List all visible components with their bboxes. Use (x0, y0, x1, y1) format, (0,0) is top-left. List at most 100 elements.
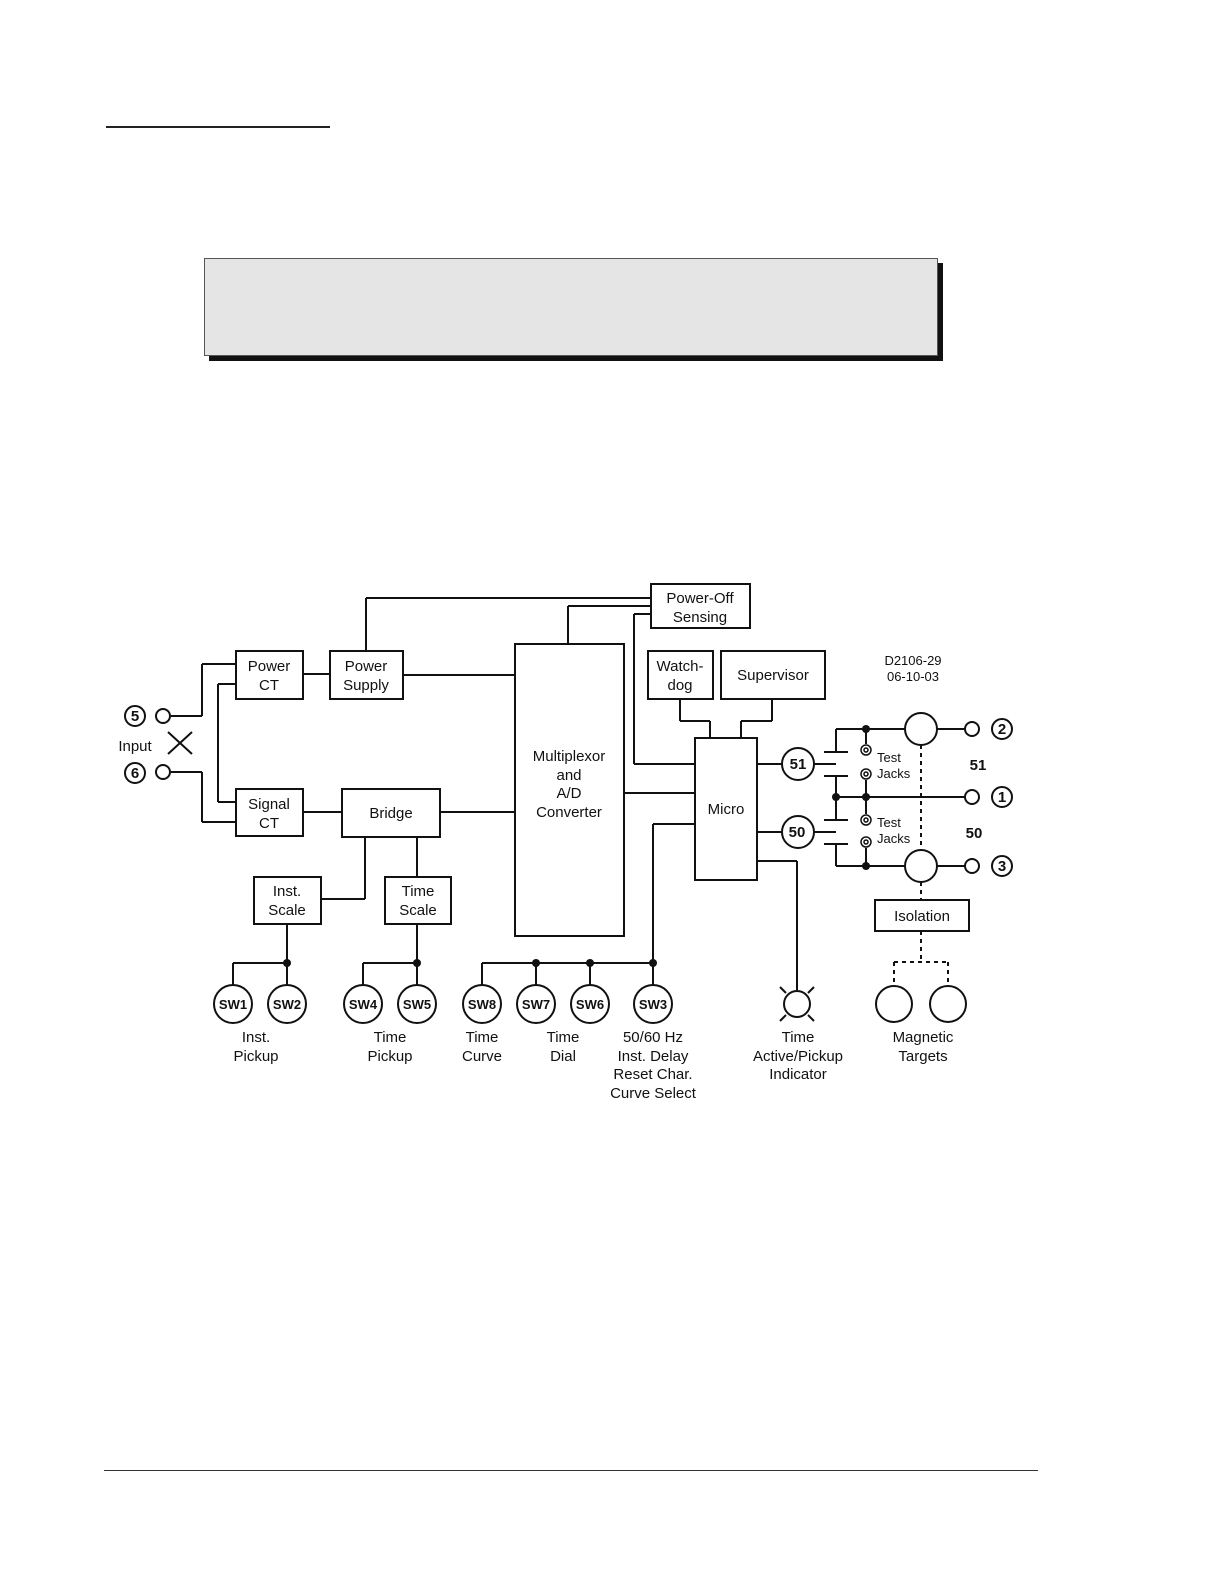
watchdog-label-1: Watch- (657, 658, 704, 675)
micro-block (694, 737, 758, 881)
power-off-label-1: Power-Off (666, 590, 734, 607)
output-51-label: 51 (970, 757, 987, 774)
indicator-caption-1: Time (782, 1029, 815, 1046)
sw8-circle (462, 984, 502, 1024)
sw3-caption-4: Curve Select (610, 1085, 697, 1102)
node-50-label: 50 (789, 824, 806, 841)
sw8-label: SW8 (468, 997, 496, 1012)
capacitors (824, 751, 848, 845)
multiplexor-label-3: A/D (556, 785, 581, 802)
multiplexor-block (514, 643, 625, 937)
test-jacks-lower-2: Jacks (877, 831, 911, 846)
sw2-label: SW2 (273, 997, 301, 1012)
time-pickup-caption-1: Time (374, 1029, 407, 1046)
power-ct-label-1: Power (248, 658, 291, 675)
terminal-3-label: 3 (998, 858, 1006, 875)
indicator-caption-3: Indicator (769, 1066, 827, 1083)
sw1-label: SW1 (219, 997, 247, 1012)
test-jacks-upper-2: Jacks (877, 766, 911, 781)
time-dial-caption-2: Dial (550, 1048, 576, 1065)
watchdog-label-2: dog (667, 677, 692, 694)
inst-pickup-caption-2: Pickup (233, 1048, 278, 1065)
multiplexor-label-4: Converter (536, 804, 602, 821)
target-coil-upper (904, 712, 938, 746)
node-50-circle (781, 815, 815, 849)
terminal-2-label: 2 (998, 721, 1006, 738)
sw5-circle (397, 984, 437, 1024)
note-box (204, 258, 938, 356)
power-ct-label-2: CT (259, 677, 279, 694)
sw3-caption-2: Inst. Delay (618, 1048, 689, 1065)
power-off-sensing-block (650, 583, 751, 629)
multiplexor-label-1: Multiplexor (533, 748, 606, 765)
micro-label: Micro (708, 801, 745, 818)
diagram-date: 06-10-03 (887, 669, 939, 684)
inst-scale-label-1: Inst. (273, 883, 301, 900)
power-supply-block (329, 650, 404, 700)
test-jacks-upper-1: Test (877, 750, 901, 765)
targets-caption-1: Magnetic (893, 1029, 954, 1046)
watchdog-block (647, 650, 714, 700)
time-curve-caption-1: Time (466, 1029, 499, 1046)
footer-rule (104, 1470, 1038, 1471)
terminal-2-circle (991, 718, 1013, 740)
inst-pickup-caption-1: Inst. (242, 1029, 270, 1046)
terminal-6-circle (124, 762, 146, 784)
terminal-5-label: 5 (131, 708, 139, 725)
time-scale-block (384, 876, 452, 925)
sw6-circle (570, 984, 610, 1024)
wires (167, 597, 965, 990)
indicator-lamp-icon (779, 986, 815, 1022)
bridge-block (341, 788, 441, 838)
signal-ct-label-1: Signal (248, 796, 290, 813)
sw3-label: SW3 (639, 997, 667, 1012)
output-50-label: 50 (966, 825, 983, 842)
isolation-block (874, 899, 970, 932)
node-51-label: 51 (790, 756, 807, 773)
output-open-1 (964, 789, 980, 805)
magnetic-target-right (929, 985, 967, 1023)
test-jack-icons (860, 744, 872, 848)
sw7-circle (516, 984, 556, 1024)
time-dial-caption-1: Time (547, 1029, 580, 1046)
header-rule (106, 126, 330, 128)
input-open-5 (155, 708, 171, 724)
time-scale-label-1: Time (402, 883, 435, 900)
magnetic-target-left (875, 985, 913, 1023)
terminal-5-circle (124, 705, 146, 727)
target-coil-lower (904, 849, 938, 883)
sw1-circle (213, 984, 253, 1024)
multiplexor-label-2: and (556, 767, 581, 784)
output-open-2 (964, 721, 980, 737)
inst-scale-block (253, 876, 322, 925)
signal-ct-label-2: CT (259, 815, 279, 832)
power-supply-label-2: Supply (343, 677, 389, 694)
input-open-6 (155, 764, 171, 780)
dashed-links (893, 745, 949, 986)
terminals (124, 705, 1013, 1024)
sw3-caption-3: Reset Char. (613, 1066, 692, 1083)
bridge-label: Bridge (369, 805, 412, 822)
terminal-1-circle (991, 786, 1013, 808)
sw4-circle (343, 984, 383, 1024)
signal-ct-block (235, 788, 304, 837)
output-open-3 (964, 858, 980, 874)
supervisor-label: Supervisor (737, 667, 809, 684)
isolation-label: Isolation (894, 908, 950, 925)
sw6-label: SW6 (576, 997, 604, 1012)
junction-dots (283, 725, 870, 967)
sw5-label: SW5 (403, 997, 431, 1012)
input-label: Input (118, 738, 152, 755)
terminal-3-circle (991, 855, 1013, 877)
diagram-id: D2106-29 (884, 653, 941, 668)
test-jacks-lower-1: Test (877, 815, 901, 830)
terminal-6-label: 6 (131, 765, 139, 782)
sw7-label: SW7 (522, 997, 550, 1012)
sw4-label: SW4 (349, 997, 378, 1012)
power-ct-block (235, 650, 304, 700)
power-supply-label-1: Power (345, 658, 388, 675)
time-curve-caption-2: Curve (462, 1048, 502, 1065)
sw3-circle (633, 984, 673, 1024)
targets-caption-2: Targets (898, 1048, 947, 1065)
